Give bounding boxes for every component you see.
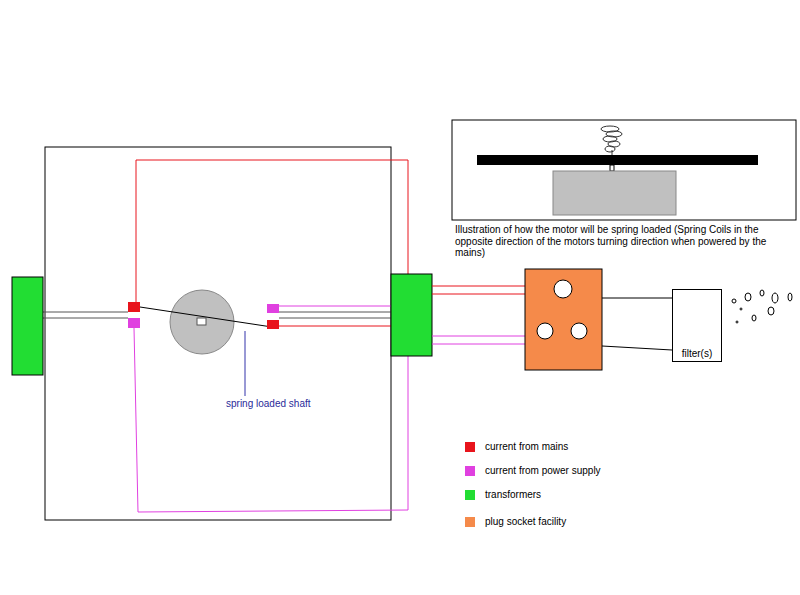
legend-entry: plug socket facility [465, 516, 765, 530]
mains-wire [432, 286, 525, 287]
transformer [12, 277, 43, 375]
inset-caption: Illustration of how the motor will be sp… [455, 224, 775, 259]
shaft-line [279, 318, 391, 319]
legend-text: current from mains [485, 441, 568, 453]
supply-contact [267, 304, 279, 313]
mains-wire [136, 160, 408, 302]
cable [602, 346, 672, 350]
motor-hub [197, 318, 206, 325]
legend-entry: current from power supply [465, 465, 765, 479]
motor-disc [170, 290, 234, 354]
plug-socket [525, 269, 602, 370]
supply-wire [134, 328, 408, 512]
spring-loaded-shaft [140, 307, 272, 327]
bubbles [732, 290, 792, 323]
spring-coil [601, 126, 622, 155]
socket-hole [571, 323, 587, 339]
supply-contact [128, 318, 140, 328]
legend-entry: transformers [465, 489, 765, 503]
shaft-line [43, 312, 128, 313]
inset-frame [452, 120, 796, 220]
mains-contact [267, 320, 279, 329]
supply-wire [432, 336, 525, 337]
mains-wire [432, 294, 525, 295]
shaft-line [43, 318, 128, 319]
legend-text: transformers [485, 489, 541, 501]
leader-line [245, 331, 246, 396]
supply-wire [279, 306, 391, 307]
shaft-line [279, 312, 391, 313]
transformer [391, 274, 432, 356]
cable [602, 298, 672, 299]
socket-hole [537, 323, 553, 339]
filter-box: filter(s) [672, 289, 722, 362]
socket-hole [554, 280, 572, 298]
legend-text: plug socket facility [485, 516, 566, 528]
legend-entry: current from mains [465, 441, 765, 455]
supply-wire [432, 344, 525, 345]
motor-spindle [610, 165, 614, 171]
mains-wire [279, 326, 391, 327]
legend-text: current from power supply [485, 465, 601, 477]
node-label: filter(s) [673, 348, 721, 360]
part-label: spring loaded shaft [226, 398, 311, 410]
legend-swatch [465, 490, 475, 500]
legend-swatch [465, 442, 475, 452]
housing-outline [45, 147, 391, 520]
motor-body [553, 171, 676, 215]
motor-disc-side [477, 155, 758, 165]
legend-swatch [465, 466, 475, 476]
mains-contact [128, 302, 140, 312]
legend-swatch [465, 517, 475, 527]
